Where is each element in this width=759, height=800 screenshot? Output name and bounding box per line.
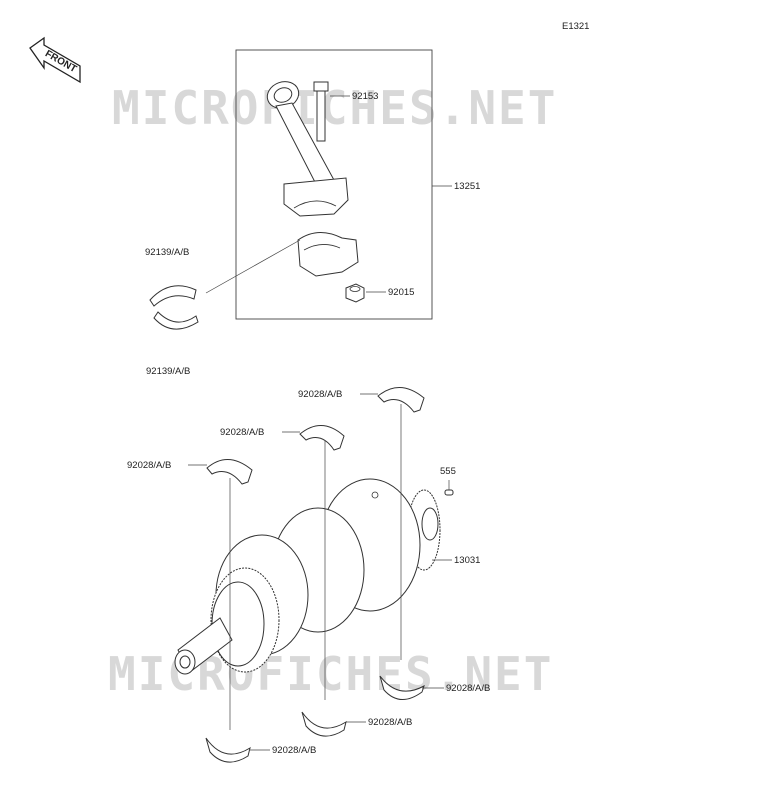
watermark-top: MICROFICHES.NET	[112, 81, 557, 135]
conrod-cap	[297, 232, 359, 277]
front-arrow-icon: FRONT	[29, 36, 81, 84]
main-bearing-6	[205, 737, 251, 763]
callout-main-bearing-2: 92028/A/B	[220, 427, 264, 438]
crankshaft	[174, 478, 441, 675]
callout-nut: 92015	[388, 287, 414, 298]
main-bearing-4	[379, 675, 425, 700]
conrod-bearing-lower	[153, 311, 199, 330]
callout-conrod-assy: 13251	[454, 181, 480, 192]
main-bearing-1	[377, 387, 425, 413]
callout-main-bearing-3: 92028/A/B	[127, 460, 171, 471]
callout-conrod-bearing-upper: 92139/A/B	[145, 247, 189, 258]
main-bearing-5	[301, 711, 347, 737]
callout-main-bearing-6: 92028/A/B	[272, 745, 316, 756]
callout-pin: 555	[440, 466, 456, 477]
callout-main-bearing-4: 92028/A/B	[446, 683, 490, 694]
callout-main-bearing-1: 92028/A/B	[298, 389, 342, 400]
callout-crankshaft: 13031	[454, 555, 480, 566]
main-bearing-3	[206, 459, 253, 485]
conrod-bolt	[313, 81, 329, 142]
leader-lines	[188, 95, 452, 751]
connecting-rod	[266, 81, 349, 217]
conrod-bearing-upper	[149, 285, 197, 307]
callout-bolt: 92153	[352, 91, 378, 102]
crank-pin	[444, 489, 454, 496]
diagram-code: E1321	[562, 21, 589, 32]
conrod-nut	[345, 283, 365, 303]
callout-main-bearing-5: 92028/A/B	[368, 717, 412, 728]
main-bearing-2	[299, 425, 345, 451]
callout-conrod-bearing-lower: 92139/A/B	[146, 366, 190, 377]
conrod-assembly-box	[235, 49, 433, 320]
